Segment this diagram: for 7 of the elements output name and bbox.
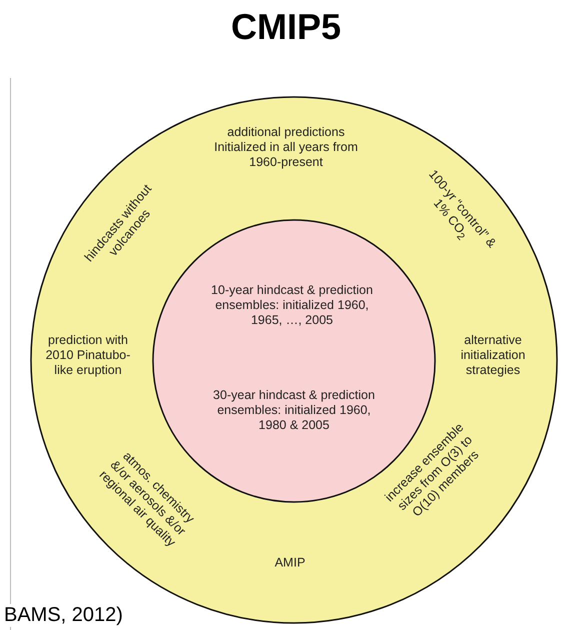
circle-text: additional predictions Initialized in all years from 1960-present [213, 124, 359, 170]
circle-text: 10-year hindcast & prediction ensembles: initialized 1960, 1965, …, 2005 [210, 282, 374, 328]
circle-text: prediction with 2010 Pinatubo-like eruption [44, 332, 132, 378]
circle-text: alternative initialization strategies [460, 332, 526, 378]
circle-text: AMIP [274, 556, 306, 570]
title: CMIP5 [230, 6, 342, 48]
circle-text: 30-year hindcast & prediction ensembles: initialized 1960, 1980 & 2005 [212, 388, 376, 432]
